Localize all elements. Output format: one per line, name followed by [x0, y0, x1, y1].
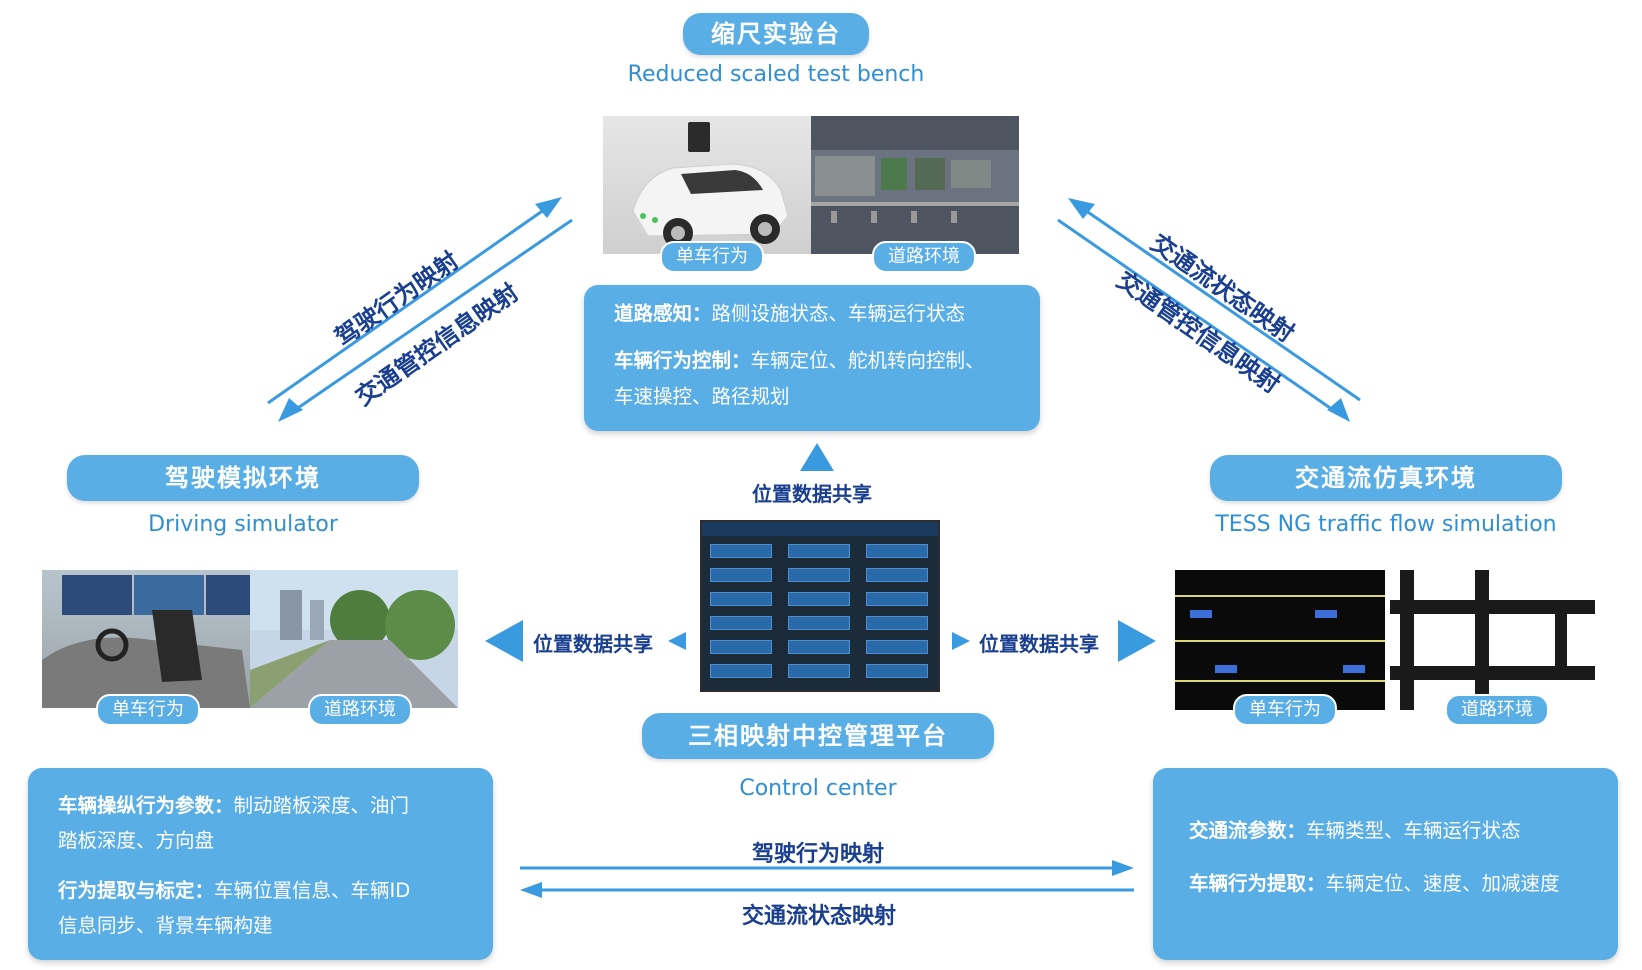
vehicle-behavior-extract-text: 车辆定位、速度、加减速度 — [1325, 872, 1560, 895]
manip-params-text: 制动踏板深度、油门 — [233, 794, 410, 817]
tl-arrow-down-head — [278, 398, 303, 422]
bottom-arrow-left-head — [520, 882, 542, 898]
simulator-road-photo — [250, 570, 458, 708]
tr-arrow-up-line — [1081, 206, 1361, 402]
ui-cell — [866, 592, 928, 606]
top-tag-road-env: 道路环境 — [872, 241, 976, 273]
traffic-params-text: 车辆类型、车辆运行状态 — [1306, 819, 1521, 842]
ui-cell — [788, 592, 850, 606]
ui-cell — [788, 664, 850, 678]
ui-cell — [710, 544, 772, 558]
scaled-road-photo — [811, 116, 1019, 254]
control-system-header — [702, 522, 938, 536]
cockpit-illustration — [42, 575, 250, 708]
tr-arrow-up-head — [1068, 198, 1095, 219]
share-left-big-arrow — [485, 620, 523, 662]
share-left-small-arrow — [668, 632, 686, 650]
manip-params-text-cont: 踏板深度、方向盘 — [58, 829, 215, 852]
right-tag-road-env: 道路环境 — [1445, 694, 1549, 726]
tl-arrow-down-line — [291, 218, 573, 414]
share-left-label: 位置数据共享 — [533, 632, 653, 656]
sim-road-illustration — [250, 570, 458, 708]
road-perception-text: 路侧设施状态、车辆运行状态 — [711, 302, 966, 325]
center-title: 三相映射中控管理平台 — [688, 722, 948, 750]
ui-cell — [788, 544, 850, 558]
bottom-label-driving-behavior: 驾驶行为映射 — [752, 842, 885, 867]
tr-arrow-down-head — [1327, 398, 1350, 422]
scaled-car-illustration — [632, 122, 789, 248]
share-up-arrow — [800, 443, 834, 471]
right-subtitle: TESS NG traffic flow simulation — [1215, 512, 1557, 537]
ui-cell — [788, 640, 850, 654]
behavior-extract-label: 行为提取与标定： — [58, 879, 215, 902]
vehicle-behavior-extract-label: 车辆行为提取： — [1189, 872, 1326, 895]
ui-cell — [710, 592, 772, 606]
right-info-panel: 交通流参数：车辆类型、车辆运行状态 车辆行为提取：车辆定位、速度、加减速度 — [1153, 768, 1618, 960]
ui-cell — [866, 640, 928, 654]
road-perception-label: 道路感知： — [614, 302, 712, 325]
simulator-cockpit-photo — [42, 570, 250, 708]
ui-cell — [866, 664, 928, 678]
tl-arrow-up-line — [267, 205, 549, 405]
tess-illustration — [1175, 570, 1595, 710]
left-tag-road-env: 道路环境 — [308, 694, 412, 726]
share-right-label: 位置数据共享 — [979, 632, 1099, 656]
traffic-params-label: 交通流参数： — [1189, 819, 1307, 842]
ui-cell — [788, 568, 850, 582]
ui-cell — [866, 616, 928, 630]
vehicle-control-text: 车辆定位、舵机转向控制、 — [750, 349, 985, 372]
behavior-extract-text: 车辆位置信息、车辆ID — [214, 879, 411, 902]
control-system-screenshot — [700, 520, 940, 692]
tl-arrow-up-head — [535, 197, 562, 218]
left-subtitle: Driving simulator — [148, 512, 338, 537]
center-title-pill: 三相映射中控管理平台 — [642, 713, 994, 759]
scaled-road-illustration — [811, 150, 1019, 223]
share-up-label: 位置数据共享 — [752, 482, 872, 506]
tess-traffic-photo — [1175, 570, 1595, 710]
top-info-panel: 道路感知：路侧设施状态、车辆运行状态 车辆行为控制：车辆定位、舵机转向控制、 车… — [584, 285, 1040, 431]
right-title: 交通流仿真环境 — [1295, 464, 1477, 492]
ui-cell — [866, 568, 928, 582]
right-tag-single-vehicle: 单车行为 — [1233, 694, 1337, 726]
bottom-label-traffic-state: 交通流状态映射 — [742, 904, 897, 929]
manip-params-label: 车辆操纵行为参数： — [58, 794, 234, 817]
tr-arrow-down-line — [1057, 218, 1337, 414]
bottom-arrow-right-head — [1112, 860, 1134, 876]
top-title-pill: 缩尺实验台 — [683, 13, 869, 55]
ui-cell — [710, 664, 772, 678]
vehicle-control-label: 车辆行为控制： — [614, 349, 751, 372]
top-title: 缩尺实验台 — [711, 20, 841, 48]
left-title: 驾驶模拟环境 — [165, 464, 321, 492]
vehicle-control-text-cont: 车速操控、路径规划 — [614, 385, 790, 408]
scaled-car-photo — [603, 116, 811, 254]
top-subtitle: Reduced scaled test bench — [627, 62, 925, 87]
right-title-pill: 交通流仿真环境 — [1210, 455, 1562, 501]
center-subtitle: Control center — [739, 776, 897, 801]
ui-cell — [866, 544, 928, 558]
left-title-pill: 驾驶模拟环境 — [67, 455, 419, 501]
ui-cell — [710, 640, 772, 654]
ui-cell — [710, 616, 772, 630]
top-tag-single-vehicle: 单车行为 — [660, 241, 764, 273]
left-info-panel: 车辆操纵行为参数：制动踏板深度、油门 踏板深度、方向盘 行为提取与标定：车辆位置… — [28, 768, 493, 960]
ui-cell — [710, 568, 772, 582]
share-right-big-arrow — [1118, 620, 1156, 662]
ui-cell — [788, 616, 850, 630]
left-tag-single-vehicle: 单车行为 — [96, 694, 200, 726]
share-right-small-arrow — [952, 632, 970, 650]
behavior-extract-text-cont: 信息同步、背景车辆构建 — [58, 914, 273, 937]
